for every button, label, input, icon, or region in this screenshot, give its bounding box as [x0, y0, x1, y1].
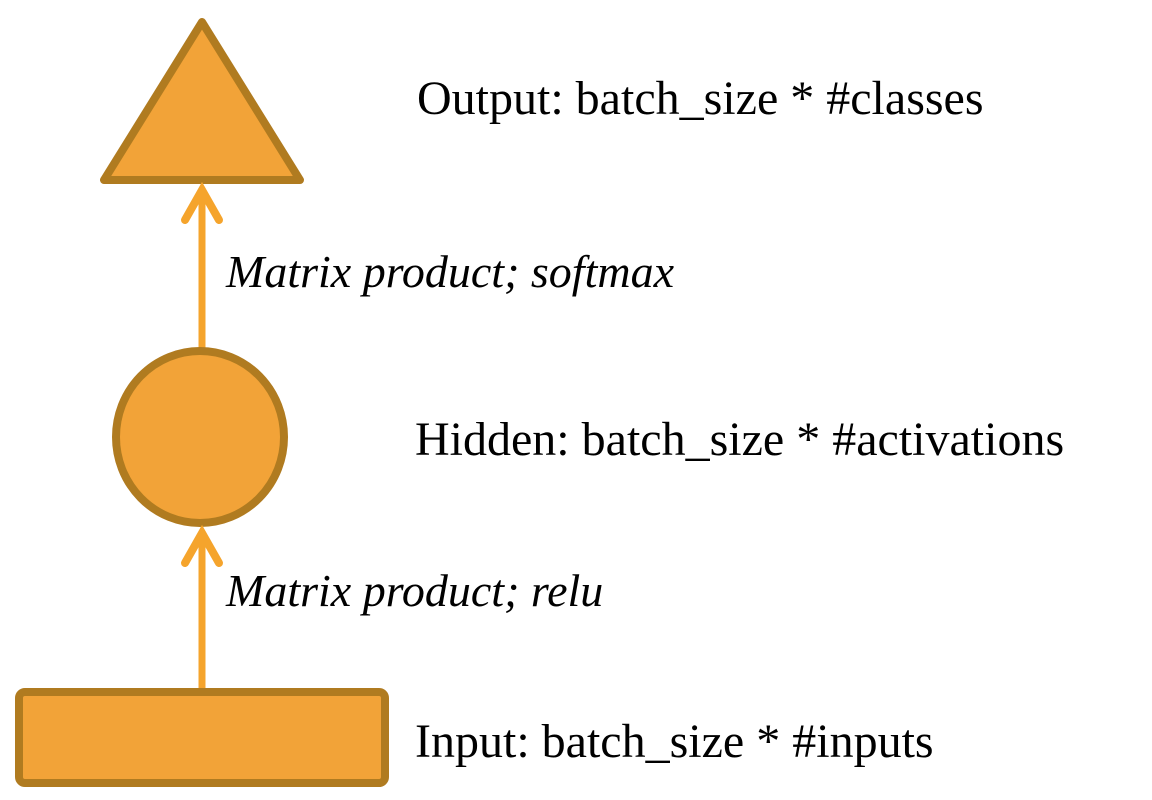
output-triangle-shape	[100, 18, 304, 184]
relu-edge-label: Matrix product; relu	[225, 565, 603, 616]
arrow-up-icon	[181, 524, 223, 567]
input-rectangle-shape	[15, 688, 389, 787]
softmax-edge-label: Matrix product; softmax	[225, 246, 675, 297]
hidden-circle-shape	[112, 347, 288, 527]
arrow-up-icon	[181, 181, 223, 224]
input-layer-label: Input: batch_size * #inputs	[415, 715, 934, 768]
output-layer-label: Output: batch_size * #classes	[417, 72, 984, 125]
edge-arrow-relu	[181, 524, 223, 690]
edge-arrow-softmax	[181, 181, 223, 348]
hidden-layer-label: Hidden: batch_size * #activations	[415, 413, 1064, 466]
